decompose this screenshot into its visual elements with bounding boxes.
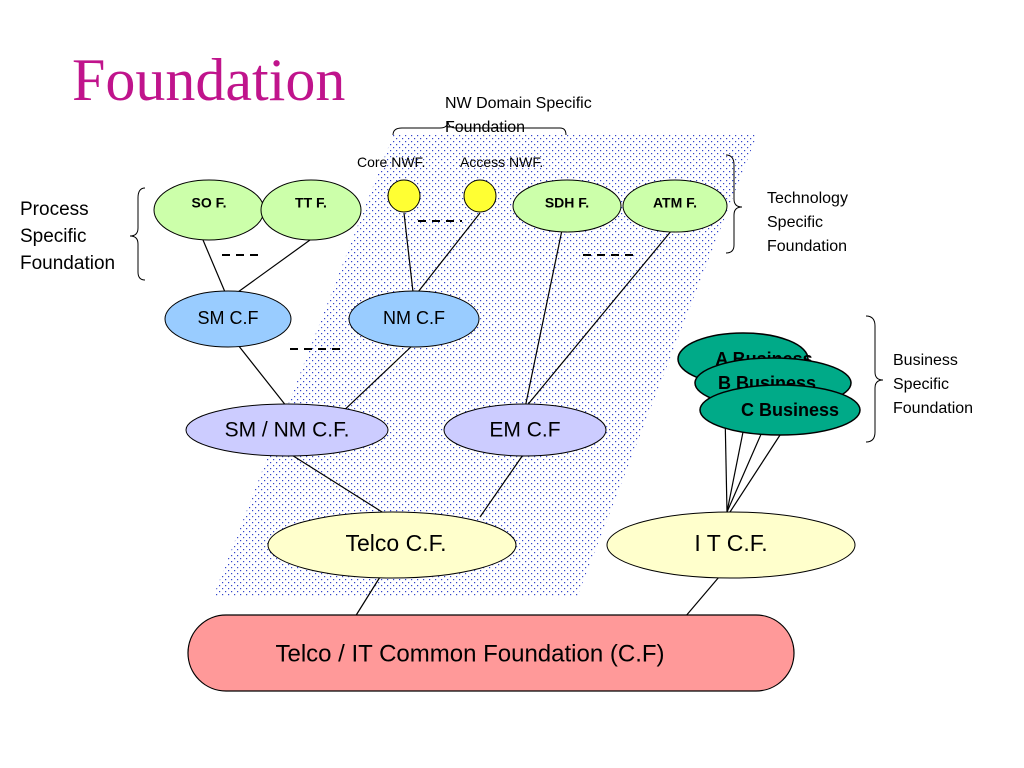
node-atm: ATM F. — [622, 179, 728, 233]
node-c-business-label: C Business — [741, 400, 839, 420]
nw-domain-label-line1: NW Domain Specific — [445, 95, 592, 112]
braces — [129, 120, 884, 443]
node-telco-cf: Telco C.F. — [267, 511, 517, 579]
nw-domain-label-line2: Foundation — [445, 119, 525, 136]
node-tt: TT F. — [260, 179, 362, 241]
node-tt-label: TT F. — [295, 195, 327, 211]
business-label-line1: Business — [893, 352, 958, 369]
node-access-nwf — [463, 179, 497, 213]
node-telco-cf-label: Telco C.F. — [346, 530, 447, 556]
business-brace — [865, 315, 884, 443]
node-nm-cf-label: NM C.F — [383, 308, 445, 328]
node-sm-cf-label: SM C.F — [198, 308, 259, 328]
node-sdh-label: SDH F. — [545, 195, 589, 211]
node-sm-nm-cf-label: SM / NM C.F. — [225, 419, 350, 442]
business-label-line3: Foundation — [893, 400, 973, 417]
process-label-line2: Specific — [20, 226, 87, 247]
node-c-business: C Business — [699, 384, 861, 436]
nw-domain-region — [213, 135, 757, 597]
node-sm-cf: SM C.F — [164, 290, 292, 348]
technology-label-line2: Specific — [767, 214, 823, 231]
node-core-nwf — [387, 179, 421, 213]
node-sdh: SDH F. — [512, 179, 622, 233]
nw-domain-brace — [392, 120, 567, 136]
node-em-cf: EM C.F — [443, 403, 607, 457]
process-label-line3: Foundation — [20, 253, 115, 274]
node-atm-label: ATM F. — [653, 195, 697, 211]
slide-title: Foundation — [72, 47, 346, 113]
ellipsis-dashes — [222, 220, 635, 350]
core-nwf-label: Core NWF. — [357, 154, 425, 170]
node-so: SO F. — [153, 179, 265, 241]
node-sm-nm-cf: SM / NM C.F. — [185, 403, 389, 457]
node-common-foundation: Telco / IT Common Foundation (C.F) — [187, 614, 795, 692]
node-it-cf: I T C.F. — [606, 511, 856, 579]
process-brace — [129, 187, 146, 281]
technology-brace — [725, 154, 743, 254]
node-so-label: SO F. — [191, 195, 226, 211]
technology-label-line3: Foundation — [767, 238, 847, 255]
access-nwf-label: Access NWF. — [460, 154, 543, 170]
node-common-foundation-label: Telco / IT Common Foundation (C.F) — [275, 640, 664, 667]
business-label-line2: Specific — [893, 376, 949, 393]
node-it-cf-label: I T C.F. — [694, 530, 767, 556]
node-em-cf-label: EM C.F — [489, 419, 560, 442]
node-nm-cf: NM C.F — [348, 290, 480, 348]
technology-label-line1: Technology — [767, 190, 848, 207]
process-label-line1: Process — [20, 199, 89, 220]
